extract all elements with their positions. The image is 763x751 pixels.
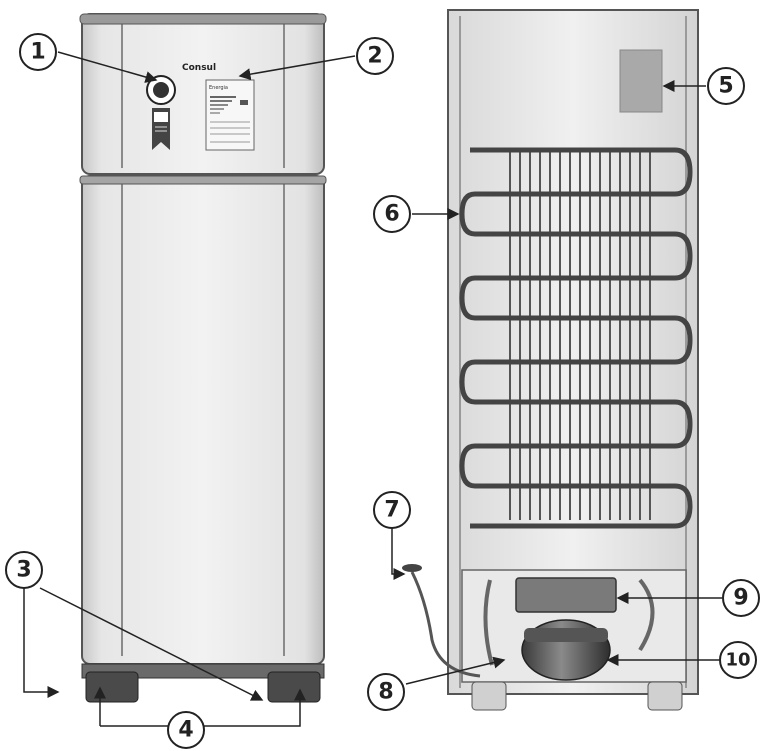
power-plug-icon	[402, 564, 422, 572]
fridge-door	[81, 175, 325, 665]
condenser-fins	[509, 148, 651, 520]
fridge-back-view	[402, 9, 699, 711]
leader-lines	[23, 51, 722, 727]
callout-6: 6	[373, 195, 411, 233]
callout-4: 4	[167, 711, 205, 749]
back-foot-left	[471, 681, 507, 711]
brand-logo: Consul	[182, 63, 216, 73]
svg-text:2: 2	[367, 44, 382, 69]
callout-7: 7	[373, 491, 411, 529]
rating-plate	[619, 49, 663, 113]
front-foot-left	[85, 671, 139, 703]
svg-text:1: 1	[30, 40, 45, 65]
svg-text:8: 8	[378, 680, 393, 705]
callout-9: 9	[722, 579, 760, 617]
energy-label-sticker: Energia	[205, 79, 255, 151]
callout-3: 3	[5, 551, 43, 589]
freezer-door	[81, 13, 325, 175]
electrical-box	[515, 577, 617, 613]
front-foot-right	[267, 671, 321, 703]
callout-8: 8	[367, 673, 405, 711]
condenser-coil	[459, 147, 693, 529]
svg-text:6: 6	[384, 202, 399, 227]
callout-2: 2	[356, 37, 394, 75]
callout-1: 1	[19, 33, 57, 71]
back-foot-right	[647, 681, 683, 711]
svg-text:Energia: Energia	[209, 85, 228, 91]
callout-10: 10	[719, 641, 757, 679]
svg-text:7: 7	[384, 498, 399, 523]
svg-text:9: 9	[733, 586, 748, 611]
svg-text:4: 4	[178, 718, 193, 743]
svg-text:3: 3	[16, 558, 31, 583]
energy-seal-icon	[146, 75, 176, 150]
svg-text:10: 10	[725, 650, 750, 671]
callout-5: 5	[707, 67, 745, 105]
svg-text:5: 5	[718, 74, 733, 99]
fridge-front-view: Consul Energia	[79, 13, 327, 703]
